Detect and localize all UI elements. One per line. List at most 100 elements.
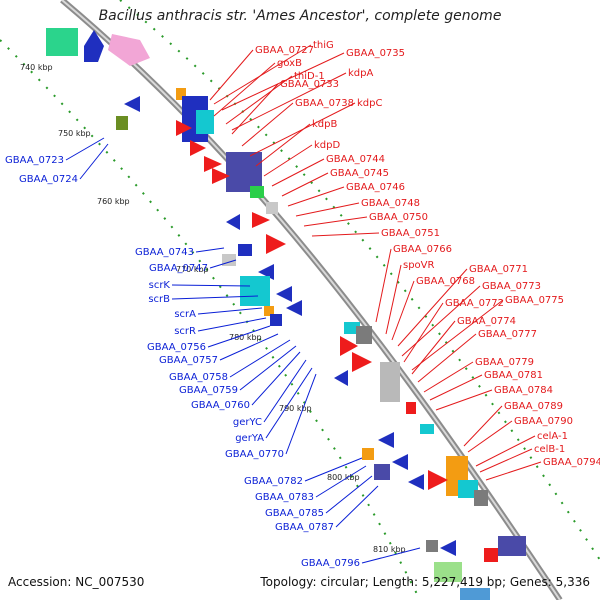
feature-arrow xyxy=(408,474,424,490)
reverse-gene-label: GBAA_0756 xyxy=(147,342,206,353)
forward-gene-connector xyxy=(287,186,345,207)
reverse-gene-connector xyxy=(304,457,363,482)
forward-gene-label: spoVR xyxy=(403,260,435,271)
forward-gene-label: GBAA_0766 xyxy=(393,244,452,255)
feature-box xyxy=(380,362,400,402)
forward-gene-label: GBAA_0733 xyxy=(280,79,339,90)
feature-box xyxy=(356,326,372,344)
forward-gene-connector xyxy=(391,280,415,341)
feature-arrow xyxy=(84,30,104,62)
scale-label: 740 kbp xyxy=(20,63,53,72)
scale-label: 780 kbp xyxy=(229,333,262,342)
forward-gene-label: GBAA_0745 xyxy=(330,168,389,179)
feature-box xyxy=(362,448,374,460)
forward-gene-connector xyxy=(467,420,513,453)
feature-arrow xyxy=(286,300,302,316)
feature-box xyxy=(434,562,462,582)
feature-arrow xyxy=(176,120,192,136)
forward-gene-connector xyxy=(401,285,481,357)
forward-gene-connector xyxy=(397,268,468,347)
forward-gene-label: GBAA_0735 xyxy=(346,48,405,59)
feature-box xyxy=(222,254,236,266)
forward-gene-label: GBAA_0784 xyxy=(494,385,553,396)
feature-arrow xyxy=(190,140,206,156)
forward-gene-label: GBAA_0768 xyxy=(416,276,475,287)
forward-gene-connector xyxy=(241,102,294,147)
forward-gene-label: GBAA_0746 xyxy=(346,182,405,193)
feature-box xyxy=(266,202,278,214)
forward-gene-label: GBAA_0777 xyxy=(478,329,537,340)
reverse-gene-connector xyxy=(65,137,105,161)
genome-backbone-inner xyxy=(61,0,561,600)
reverse-gene-label: GBAA_0760 xyxy=(191,400,250,411)
reverse-gene-label: GBAA_0758 xyxy=(169,372,228,383)
scale-label: 790 kbp xyxy=(279,404,312,413)
feature-arrow xyxy=(226,214,240,230)
feature-box xyxy=(264,306,274,316)
feature-arrow xyxy=(340,336,358,356)
reverse-gene-connector xyxy=(325,475,373,514)
reverse-gene-label: gerYC xyxy=(233,417,262,428)
reverse-gene-label: GBAA_0783 xyxy=(255,492,314,503)
feature-box xyxy=(226,152,262,192)
forward-gene-label: GBAA_0779 xyxy=(475,357,534,368)
feature-arrow xyxy=(124,96,140,112)
forward-gene-connector xyxy=(209,49,254,101)
forward-gene-connector xyxy=(295,202,360,217)
forward-gene-label: GBAA_0727 xyxy=(255,45,314,56)
reverse-strand-features xyxy=(46,28,490,600)
feature-arrow xyxy=(334,370,348,386)
feature-arrow xyxy=(440,540,456,556)
forward-gene-connector xyxy=(417,333,477,383)
forward-gene-label: kdpC xyxy=(357,98,382,109)
forward-gene-connector xyxy=(385,264,402,335)
forward-gene-connector xyxy=(423,361,474,393)
reverse-gene-connector xyxy=(335,485,379,528)
forward-gene-label: GBAA_0774 xyxy=(457,316,516,327)
forward-gene-label: GBAA_0781 xyxy=(484,370,543,381)
feature-arrow xyxy=(212,168,230,184)
feature-arrow xyxy=(252,212,270,228)
forward-gene-label: thiD-1 xyxy=(294,71,325,82)
forward-gene-label: celB-1 xyxy=(534,444,565,455)
reverse-gene-label: GBAA_0757 xyxy=(159,355,218,366)
feature-box xyxy=(374,464,390,480)
feature-arrow xyxy=(428,470,448,490)
forward-gene-label: goxB xyxy=(277,58,302,69)
forward-gene-connector xyxy=(411,299,504,371)
scale-label: 750 kbp xyxy=(58,129,91,138)
feature-box xyxy=(238,244,252,256)
feature-arrow xyxy=(276,286,292,302)
reverse-gene-connector xyxy=(361,547,421,564)
feature-box xyxy=(474,490,488,506)
reverse-gene-label: GBAA_0743 xyxy=(135,247,194,258)
reverse-gene-label: GBAA_0787 xyxy=(275,522,334,533)
topology-text: Topology: circular; Length: 5,227,419 bp… xyxy=(260,575,590,589)
feature-box xyxy=(484,548,498,562)
forward-gene-label: GBAA_0790 xyxy=(514,416,573,427)
reverse-gene-labels: GBAA_0723GBAA_0724GBAA_0743GBAA_0747scrK… xyxy=(5,137,421,569)
reverse-gene-connector xyxy=(285,373,317,455)
forward-gene-label: kdpD xyxy=(314,140,340,151)
feature-box xyxy=(426,540,438,552)
reverse-gene-connector xyxy=(265,367,313,439)
scale-label: 800 kbp xyxy=(327,473,360,482)
feature-arrow xyxy=(378,432,394,448)
forward-gene-label: GBAA_0789 xyxy=(504,401,563,412)
forward-gene-label: celA-1 xyxy=(537,431,568,442)
reverse-gene-connector xyxy=(197,317,267,332)
reverse-gene-connector xyxy=(171,284,251,287)
feature-arrow xyxy=(392,454,408,470)
feature-box xyxy=(46,28,78,56)
feature-box xyxy=(250,186,264,198)
reverse-gene-label: GBAA_0747 xyxy=(149,263,208,274)
forward-gene-connector xyxy=(375,248,392,323)
reverse-gene-label: GBAA_0796 xyxy=(301,558,360,569)
feature-arrow xyxy=(266,234,286,254)
forward-gene-label: GBAA_0771 xyxy=(469,264,528,275)
forward-gene-label: GBAA_0750 xyxy=(369,212,428,223)
reverse-gene-connector xyxy=(251,351,301,406)
